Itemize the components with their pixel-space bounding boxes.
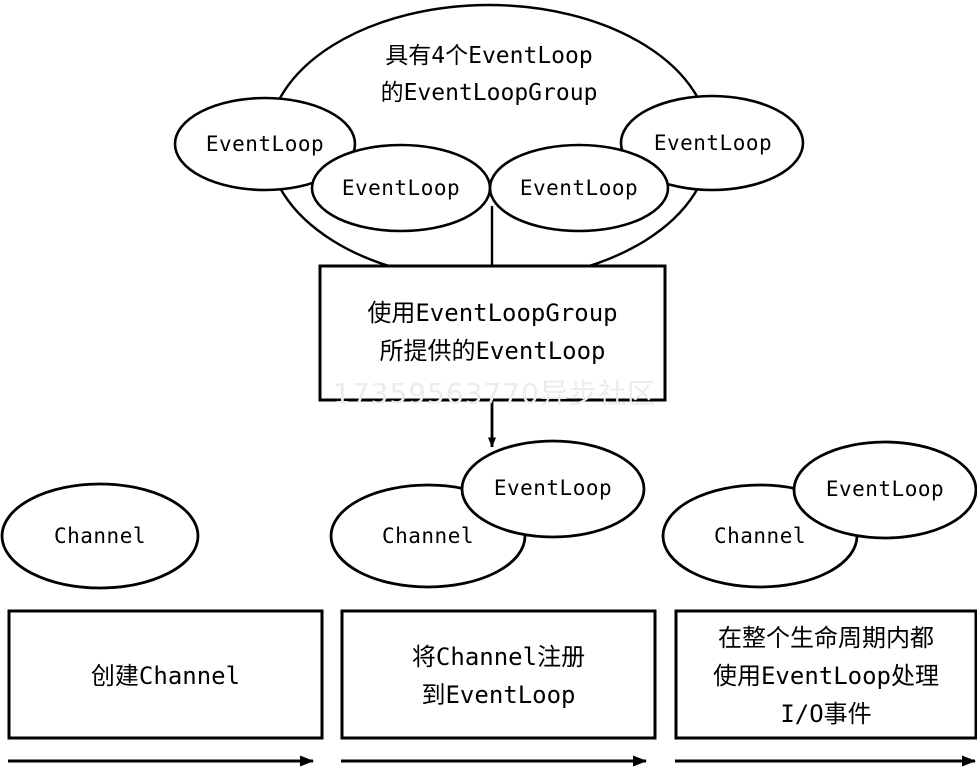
group-eventloop-3 [488, 143, 670, 233]
stage1-channel-ellipse [0, 482, 200, 590]
middle-box-rect [318, 264, 667, 402]
stage3-eventloop-ellipse [792, 440, 977, 540]
stage1-box-rect [7, 609, 324, 740]
group-eventloop-4 [619, 94, 805, 192]
watermark-text: 17359563770异步社区 [333, 377, 656, 410]
stage2-eventloop-ellipse [460, 439, 646, 539]
stage2-box-rect [340, 609, 657, 740]
group-eventloop-2 [310, 143, 492, 233]
group-eventloop-1 [173, 96, 357, 192]
stage3-box-rect [674, 609, 977, 740]
